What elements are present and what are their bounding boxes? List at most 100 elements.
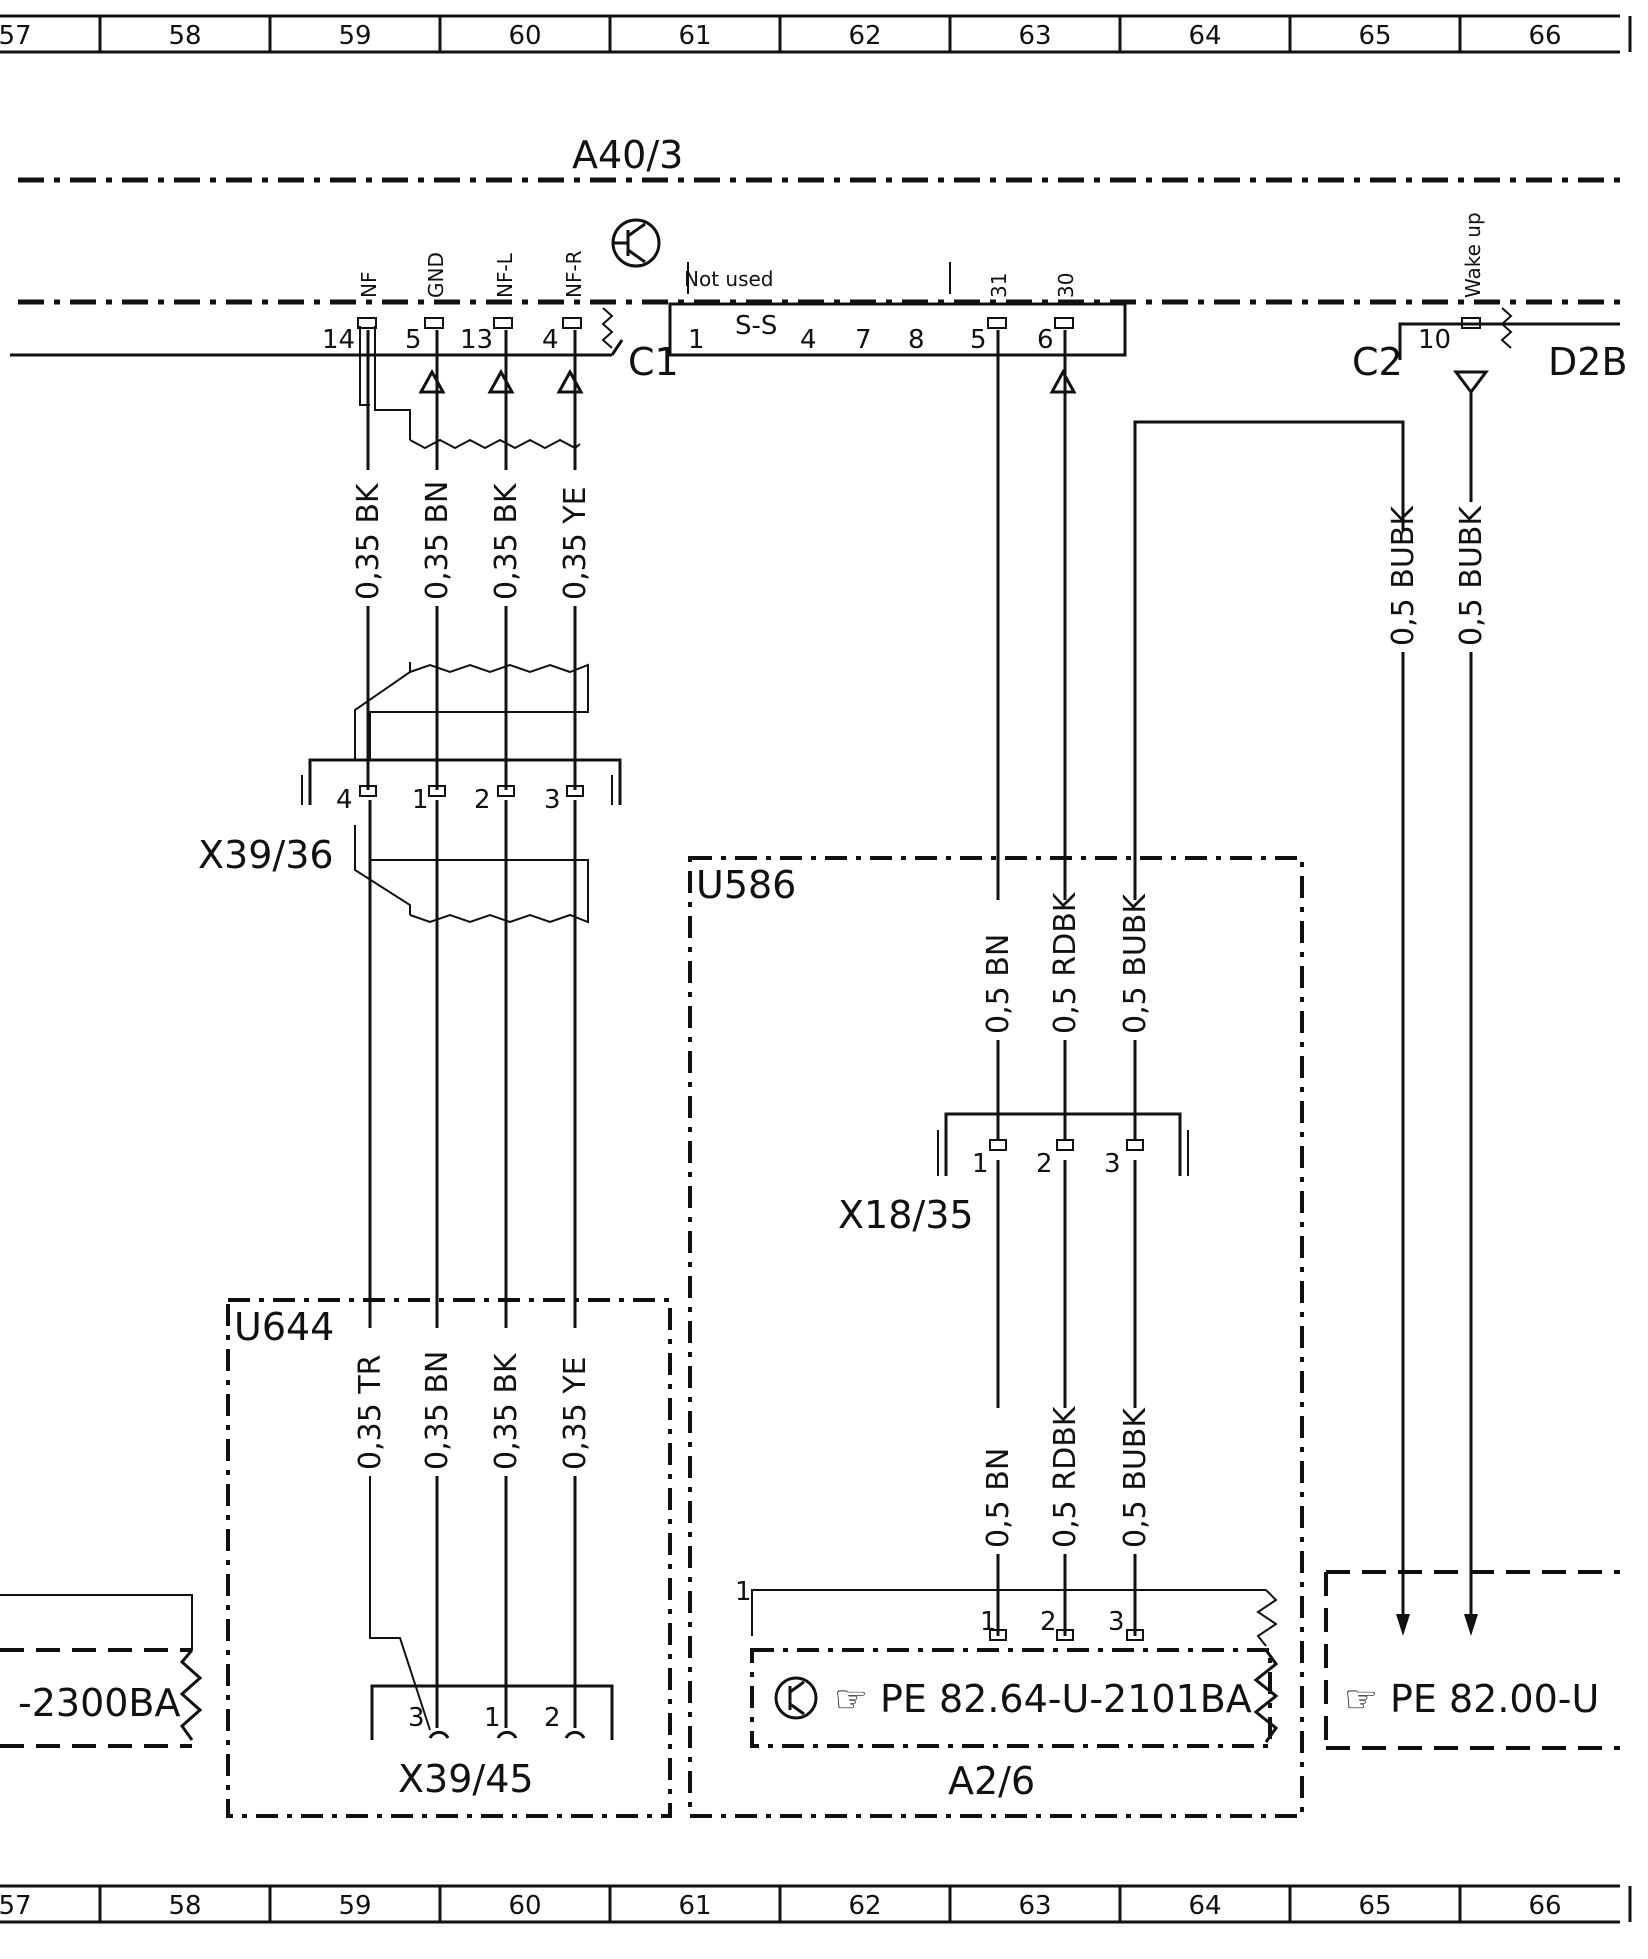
grid-top-label: 63 bbox=[1018, 21, 1051, 51]
signal-30: 30 bbox=[1054, 273, 1078, 298]
wire-u644-segment bbox=[369, 1476, 431, 1731]
signal-nf: NF bbox=[357, 272, 381, 298]
connector-c1: C1 14 5 13 4 NF GND NF-L NF-R bbox=[10, 250, 679, 384]
signal-31: 31 bbox=[987, 273, 1011, 298]
grid-top-label: 61 bbox=[678, 21, 711, 51]
connector-label-c2: C2 bbox=[1352, 340, 1403, 384]
grid-bottom-label: 61 bbox=[678, 1891, 711, 1921]
wire-label-u586-bottom: 0,5 RDBK bbox=[1048, 1405, 1083, 1548]
ref-a2-6: PE 82.64-U-2101BA bbox=[880, 1677, 1252, 1721]
grid-bottom-label: 60 bbox=[508, 1891, 541, 1921]
right-reference: ☞ PE 82.00-U bbox=[1324, 1570, 1620, 1750]
x39-36-pin-1: 1 bbox=[412, 785, 429, 815]
x18-35-pin-box bbox=[989, 1139, 1007, 1151]
wire-u586-segment bbox=[1133, 420, 1405, 900]
grid-bottom-label: 62 bbox=[848, 1891, 881, 1921]
a2-6-pin-box bbox=[989, 1629, 1007, 1641]
grid-bottom-label: 64 bbox=[1188, 1891, 1221, 1921]
module-label-a40-3: A40/3 bbox=[572, 133, 683, 177]
connector-x39-36: 4 1 2 3 X39/36 bbox=[198, 662, 622, 924]
grid-top-label: 57 bbox=[0, 21, 32, 51]
grid-bottom-label: 66 bbox=[1528, 1891, 1561, 1921]
grid-bottom-label: 63 bbox=[1018, 1891, 1051, 1921]
c1-pin-4: 4 bbox=[542, 325, 559, 355]
wire-label-u586-bottom: 0,5 BN bbox=[981, 1448, 1016, 1548]
c1-pin-5: 5 bbox=[405, 325, 422, 355]
x39-45-pin-1: 1 bbox=[484, 1703, 501, 1733]
x39-45-pin-2: 2 bbox=[544, 1703, 561, 1733]
x39-36-pin-4: 4 bbox=[336, 785, 353, 815]
connector-x39-45: 3 1 2 X39/45 bbox=[370, 1684, 614, 1801]
wire-label-u644: 0,35 TR bbox=[353, 1354, 388, 1470]
wire-label-a40: 0,35 BK bbox=[351, 482, 386, 600]
a2-6-pin-1: 1 bbox=[980, 1607, 997, 1637]
c1-pin-5-power: 5 bbox=[970, 325, 987, 355]
left-reference: -2300BA bbox=[0, 1594, 203, 1748]
c1-unused-pin-1: 1 bbox=[688, 325, 705, 355]
c1-pin-14: 14 bbox=[322, 325, 355, 355]
wire-label-u586-top: 0,5 RDBK bbox=[1048, 891, 1083, 1034]
connector-x18-35: 1 2 3 X18/35 bbox=[838, 1112, 1189, 1237]
grid-top-label: 66 bbox=[1528, 21, 1561, 51]
module-label-u586: U586 bbox=[696, 863, 796, 907]
connector-label-d2b: D2B bbox=[1548, 340, 1628, 384]
grid-top-label: 62 bbox=[848, 21, 881, 51]
grid-bottom-label: 59 bbox=[338, 1891, 371, 1921]
wire-label-u644: 0,35 BN bbox=[420, 1351, 455, 1470]
module-a2-6: 1 1 2 3 ☞ PE 82.64-U-2101BA A2/6 bbox=[735, 1577, 1279, 1803]
x39-36-pin-box bbox=[428, 785, 446, 797]
signal-nf-r: NF-R bbox=[562, 250, 586, 298]
wire-label-u644: 0,35 YE bbox=[558, 1356, 593, 1470]
module-u586: U586 bbox=[688, 856, 1304, 1818]
not-used-label: Not used bbox=[684, 267, 774, 291]
signal-gnd: GND bbox=[424, 252, 448, 298]
c1-unused-pin-7: 7 bbox=[855, 325, 872, 355]
connector-label-x39-36: X39/36 bbox=[198, 833, 334, 877]
a2-6-pin-2: 2 bbox=[1040, 1607, 1057, 1637]
grid-bottom-label: 65 bbox=[1358, 1891, 1391, 1921]
grid-top-label: 65 bbox=[1358, 21, 1391, 51]
module-label-u644: U644 bbox=[234, 1305, 334, 1349]
x39-36-pin-3: 3 bbox=[544, 785, 561, 815]
x39-36-pin-box bbox=[359, 785, 377, 797]
transistor-icon bbox=[774, 1676, 818, 1720]
x39-45-pin-3: 3 bbox=[408, 1703, 425, 1733]
wire-label-a40: 0,35 BN bbox=[420, 481, 455, 600]
wire-label-right: 0,5 BUBK bbox=[1454, 505, 1489, 646]
a2-6-pin-box bbox=[1056, 1629, 1074, 1641]
x39-36-pin-box bbox=[497, 785, 515, 797]
x18-35-pin-2: 2 bbox=[1036, 1149, 1053, 1179]
c1-pin-6-power: 6 bbox=[1037, 325, 1054, 355]
grid-top-label: 59 bbox=[338, 21, 371, 51]
a2-6-pin-3: 3 bbox=[1108, 1607, 1125, 1637]
a2-6-pin-box bbox=[1126, 1629, 1144, 1641]
x18-35-pin-1: 1 bbox=[972, 1149, 989, 1179]
module-label-a2-6: A2/6 bbox=[948, 1759, 1035, 1803]
c1-signal-pins: 14 5 13 4 NF GND NF-L NF-R bbox=[322, 250, 586, 355]
pointing-hand-icon: ☞ bbox=[834, 1677, 868, 1721]
wire-label-u586-bottom: 0,5 BUBK bbox=[1118, 1407, 1153, 1548]
c1-pin-13: 13 bbox=[460, 325, 493, 355]
ref-left: -2300BA bbox=[18, 1681, 180, 1725]
wire-label-u586-top: 0,5 BN bbox=[981, 934, 1016, 1034]
x18-35-pin-3: 3 bbox=[1104, 1149, 1121, 1179]
connector-label-x39-45: X39/45 bbox=[398, 1757, 534, 1801]
connector-c2: C2 10 Wake up D2B bbox=[1352, 212, 1628, 384]
wires-layer: 0,35 BK 0,35 BN 0,35 BK 0,35 YE 0,35 TR 0,35 … bbox=[351, 330, 1489, 1731]
c1-unused-pin-8: 8 bbox=[908, 325, 925, 355]
x18-35-pin-box bbox=[1056, 1139, 1074, 1151]
ground-symbols bbox=[418, 368, 1489, 395]
x39-36-pin-box bbox=[566, 785, 584, 797]
connector-label-x18-35: X18/35 bbox=[838, 1193, 974, 1237]
grid-top-label: 64 bbox=[1188, 21, 1221, 51]
module-a40-3: A40/3 bbox=[18, 133, 1620, 305]
module-u644: U644 bbox=[226, 1298, 672, 1818]
x18-35-pin-box bbox=[1126, 1139, 1144, 1151]
c2-pin-10: 10 bbox=[1418, 325, 1451, 355]
wire-label-a40: 0,35 BK bbox=[489, 482, 524, 600]
grid-top-label: 60 bbox=[508, 21, 541, 51]
c1-block-not-used: Not used 1 S-S 4 7 8 5 6 31 30 bbox=[668, 262, 1127, 357]
